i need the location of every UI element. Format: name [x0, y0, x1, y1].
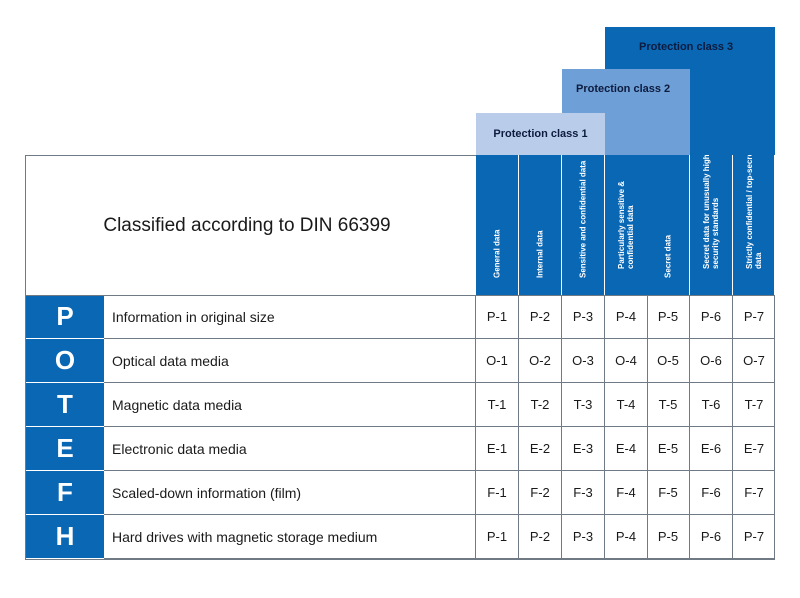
security-level-header-2: Internal data — [519, 155, 562, 295]
security-level-header-5: Secret data — [647, 155, 690, 295]
table-cell: P-5 — [647, 295, 690, 339]
security-level-label: Particularly sensitive & confidential da… — [617, 180, 635, 269]
table-cell: O-6 — [690, 339, 733, 383]
material-category-letter: E — [26, 427, 104, 471]
security-level-header-7: Strictly confidential / top-secret data — [733, 155, 775, 295]
table-cell: P-7 — [733, 515, 775, 559]
security-level-header-3: Sensitive and confidential data — [562, 155, 605, 295]
material-category-label: Magnetic data media — [104, 383, 476, 427]
table-cell: P-6 — [690, 515, 733, 559]
header-divider — [26, 295, 775, 296]
table-cell: P-6 — [690, 295, 733, 339]
security-level-label: General data — [492, 229, 502, 278]
table-cell: F-1 — [476, 471, 519, 515]
material-category-label: Information in original size — [104, 295, 476, 339]
material-category-letter: H — [26, 515, 104, 559]
material-category-label: Hard drives with magnetic storage medium — [104, 515, 476, 559]
material-category-label: Electronic data media — [104, 427, 476, 471]
table-cell: E-4 — [605, 427, 648, 471]
table-cell: F-4 — [605, 471, 648, 515]
material-category-letter: F — [26, 471, 104, 515]
security-level-header-6: Secret data for unusually high security … — [690, 155, 733, 295]
material-category-letter: P — [26, 295, 104, 339]
security-level-label: Sensitive and confidential data — [578, 160, 588, 278]
material-category-letter: O — [26, 339, 104, 383]
table-cell: O-1 — [476, 339, 519, 383]
material-category-letter: T — [26, 383, 104, 427]
table-cell: P-3 — [562, 295, 605, 339]
table-cell: F-3 — [562, 471, 605, 515]
table-cell: T-7 — [733, 383, 775, 427]
table-cell: F-5 — [647, 471, 690, 515]
table-cell: T-2 — [519, 383, 562, 427]
security-level-header-4: Particularly sensitive & confidential da… — [605, 155, 648, 295]
table-cell: O-4 — [605, 339, 648, 383]
table-cell: P-1 — [476, 295, 519, 339]
table-cell: E-3 — [562, 427, 605, 471]
protection-class-3-label: Protection class 3 — [639, 41, 734, 53]
table-cell: T-1 — [476, 383, 519, 427]
material-category-label: Scaled-down information (film) — [104, 471, 476, 515]
din-title-cell: Classified according to DIN 66399 — [26, 156, 476, 295]
table-cell: P-4 — [605, 295, 648, 339]
security-level-header-1: General data — [476, 155, 519, 295]
table-cell: P-5 — [647, 515, 690, 559]
table-cell: F-6 — [690, 471, 733, 515]
table-cell: E-1 — [476, 427, 519, 471]
security-level-label: Secret data — [663, 234, 673, 278]
table-cell: T-3 — [562, 383, 605, 427]
table-cell: P-2 — [519, 515, 562, 559]
table-cell: F-2 — [519, 471, 562, 515]
table-cell: T-5 — [647, 383, 690, 427]
security-level-label: Strictly confidential / top-secret data — [744, 155, 763, 269]
table-cell: F-7 — [733, 471, 775, 515]
table-cell: O-3 — [562, 339, 605, 383]
table-cell: E-5 — [647, 427, 690, 471]
table-cell: O-7 — [733, 339, 775, 383]
table-cell: T-4 — [605, 383, 648, 427]
table-cell: O-2 — [519, 339, 562, 383]
table-cell: P-3 — [562, 515, 605, 559]
table-cell: E-6 — [690, 427, 733, 471]
table-cell: P-2 — [519, 295, 562, 339]
table-cell: E-7 — [733, 427, 775, 471]
table-cell: P-7 — [733, 295, 775, 339]
din-title: Classified according to DIN 66399 — [103, 214, 391, 236]
security-level-label: Secret data for unusually high security … — [702, 155, 720, 269]
table-cell: E-2 — [519, 427, 562, 471]
security-level-label: Internal data — [535, 230, 545, 278]
protection-class-2-label: Protection class 2 — [576, 83, 671, 95]
protection-class-1-header: Protection class 1 — [476, 113, 605, 155]
classification-table — [25, 155, 775, 560]
protection-class-1-label: Protection class 1 — [493, 128, 588, 140]
table-cell: P-1 — [476, 515, 519, 559]
material-category-label: Optical data media — [104, 339, 476, 383]
table-cell: O-5 — [647, 339, 690, 383]
table-cell: T-6 — [690, 383, 733, 427]
table-cell: P-4 — [605, 515, 648, 559]
